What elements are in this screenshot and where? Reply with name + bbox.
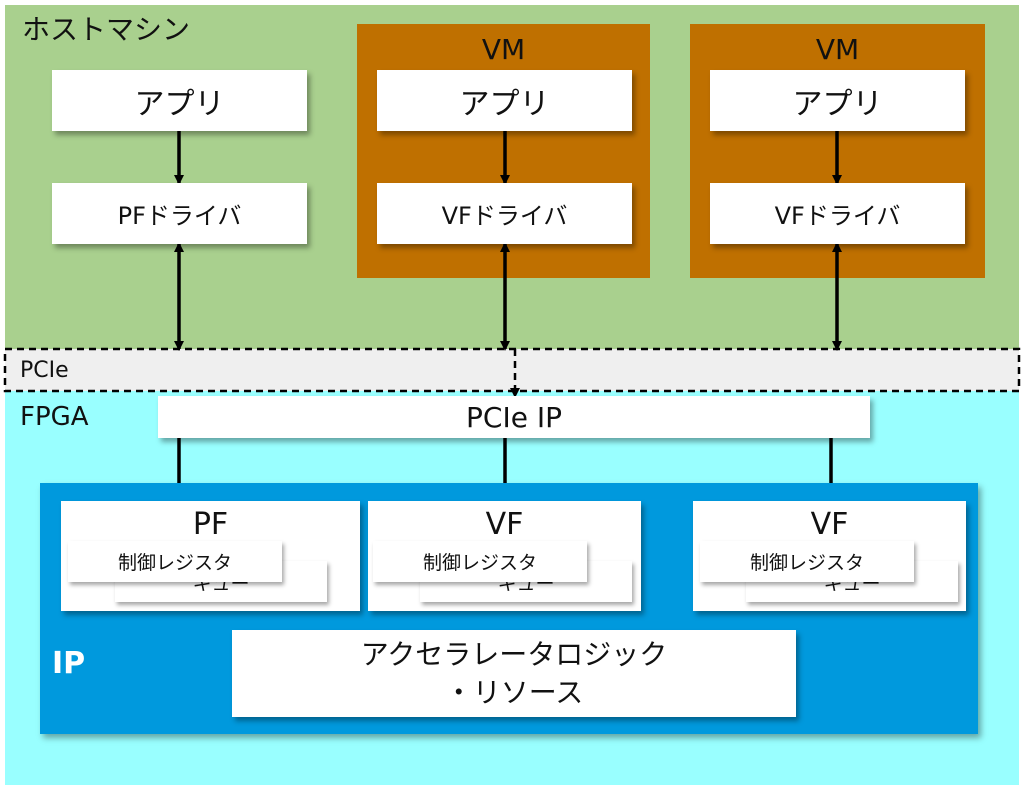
fpga-label: FPGA xyxy=(20,402,89,432)
vm-label-2: VM xyxy=(815,32,860,66)
vm1-app-box: アプリ xyxy=(377,70,632,131)
accelerator-line-2: ・リソース xyxy=(444,675,584,709)
vf1-control-register-card: 制御レジスタ xyxy=(373,541,587,582)
vm2-app-box: アプリ xyxy=(710,70,965,131)
pf-control-register-card: 制御レジスタ xyxy=(68,541,282,582)
pcie-label: PCIe xyxy=(20,358,69,383)
vm1-driver-box: VFドライバ xyxy=(377,183,632,244)
pcie-zone xyxy=(5,349,1019,391)
vm-label-1: VM xyxy=(481,32,526,66)
host-machine-label: ホストマシン xyxy=(22,13,191,46)
pf-app-box: アプリ xyxy=(52,70,307,131)
pf-driver-box: PFドライバ xyxy=(52,183,307,244)
ip-label: IP xyxy=(52,646,86,681)
accelerator-line-1: アクセラレータロジック xyxy=(360,637,668,671)
vf2-control-register-card: 制御レジスタ xyxy=(700,541,914,582)
vm2-driver-box: VFドライバ xyxy=(710,183,965,244)
pcie-ip-box: PCIe IP xyxy=(158,396,870,438)
accelerator-logic-box: アクセラレータロジック ・リソース xyxy=(232,630,796,717)
pcie-outline xyxy=(3,347,1021,393)
